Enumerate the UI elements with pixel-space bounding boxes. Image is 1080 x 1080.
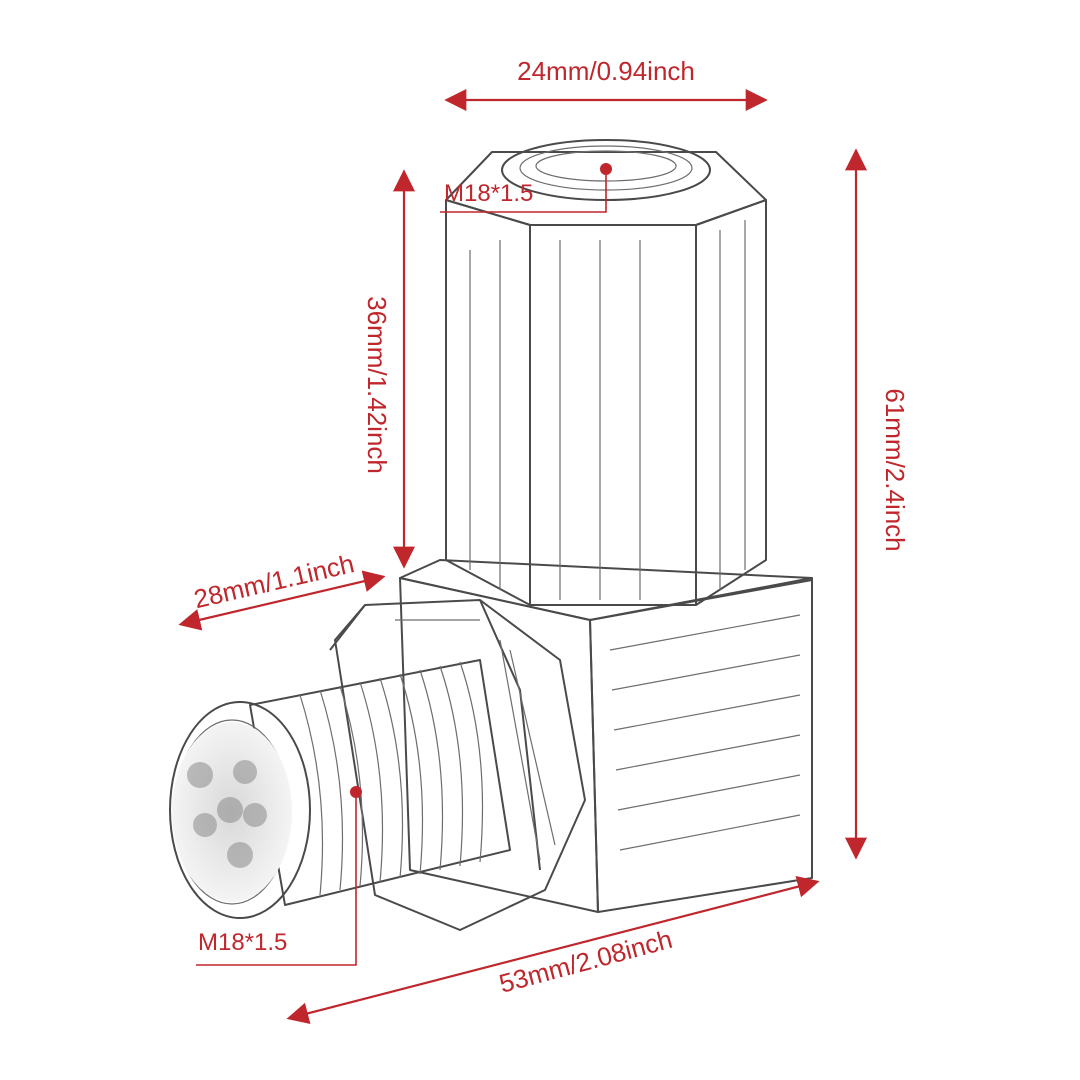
dimension-hex-height: 36mm/1.42inch [362, 169, 415, 569]
callout-side-thread: M18*1.5 [196, 786, 362, 966]
callout-top-thread: M18*1.5 [440, 163, 612, 213]
total-height-label: 61mm/2.4inch [880, 388, 910, 551]
top-thread-label: M18*1.5 [444, 180, 533, 207]
blurred-front-face [172, 722, 292, 902]
dimension-side-width: 28mm/1.1inch [178, 548, 386, 631]
elbow-block [399, 559, 813, 913]
dimension-top-width: 24mm/0.94inch [444, 56, 768, 111]
side-width-label: 28mm/1.1inch [191, 548, 357, 614]
base-length-label: 53mm/2.08inch [496, 924, 675, 999]
adapter-sketch [169, 139, 813, 931]
hex-height-label: 36mm/1.42inch [362, 296, 392, 474]
top-width-label: 24mm/0.94inch [517, 56, 695, 86]
dimension-total-height: 61mm/2.4inch [845, 148, 910, 860]
side-thread-label: M18*1.5 [198, 929, 287, 956]
